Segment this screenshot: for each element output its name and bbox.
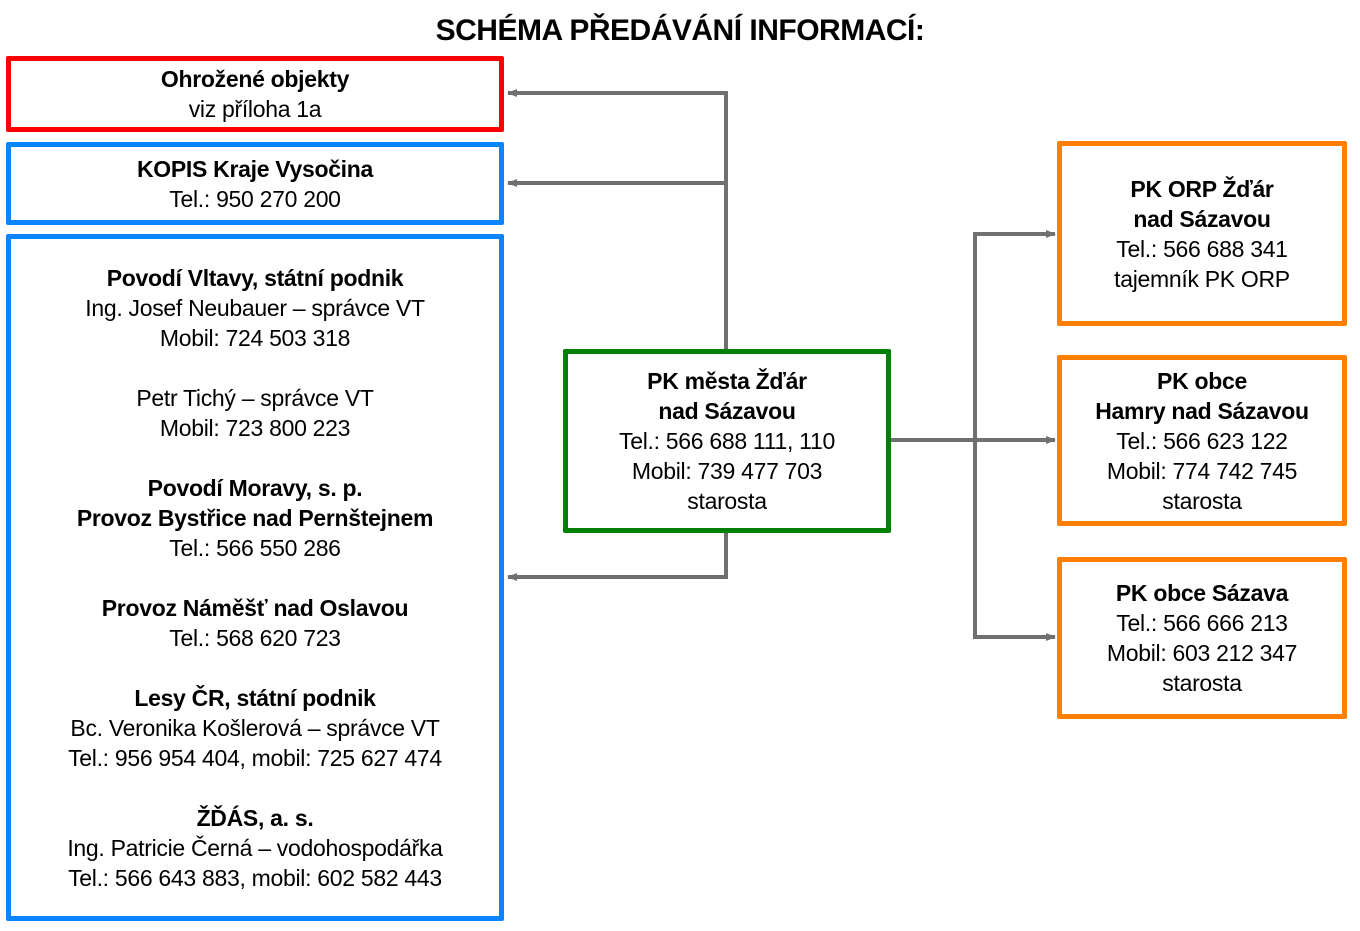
contact-heading: Lesy ČR, státní podnik bbox=[134, 684, 376, 711]
contact-line: Ing. Josef Neubauer – správce VT bbox=[85, 294, 425, 321]
arrow-to-orp bbox=[973, 230, 1056, 440]
contact-line: Mobil: 723 800 223 bbox=[159, 414, 351, 441]
box-mobile: Mobil: 603 212 347 bbox=[1106, 640, 1298, 666]
box-role: starosta bbox=[687, 488, 767, 514]
contact-line: Bc. Veronika Košlerová – správce VT bbox=[70, 714, 440, 741]
contact-line: Tel.: 566 550 286 bbox=[169, 534, 341, 561]
contact-group: ŽĎÁS, a. s. Ing. Patricie Černá – vodohos… bbox=[67, 803, 443, 893]
contact-line: Petr Tichý – správce VT bbox=[136, 384, 374, 411]
box-phone: Tel.: 566 666 213 bbox=[1116, 610, 1288, 636]
contact-heading: Povodí Moravy, s. p. bbox=[147, 474, 363, 501]
box-role: tajemník PK ORP bbox=[1114, 265, 1290, 292]
kopis-box: KOPIS Kraje Vysočina Tel.: 950 270 200 bbox=[6, 142, 504, 225]
contact-line: Tel.: 956 954 404, mobil: 725 627 474 bbox=[68, 744, 442, 771]
box-role: starosta bbox=[1162, 487, 1242, 514]
contact-group: Petr Tichý – správce VT Mobil: 723 800 22… bbox=[136, 383, 374, 443]
box-note: viz příloha 1a bbox=[188, 96, 322, 122]
box-title: KOPIS Kraje Vysočina bbox=[136, 155, 374, 182]
contact-line: Ing. Patricie Černá – vodohospodářka bbox=[67, 834, 443, 861]
threatened-objects-box: Ohrožené objekty viz příloha 1a bbox=[6, 56, 504, 132]
sazava-crisis-staff-box: PK obce Sázava Tel.: 566 666 213 Mobil: … bbox=[1057, 557, 1347, 719]
box-phone: Tel.: 566 688 341 bbox=[1116, 235, 1288, 262]
hamry-crisis-staff-box: PK obce Hamry nad Sázavou Tel.: 566 623 … bbox=[1057, 355, 1347, 526]
contact-line: Tel.: 568 620 723 bbox=[169, 624, 341, 651]
box-title: PK ORP Žďár bbox=[1130, 175, 1274, 202]
box-title: PK města Žďár bbox=[647, 368, 807, 394]
box-mobile: Mobil: 774 742 745 bbox=[1106, 457, 1298, 484]
contact-heading: Provoz Bystřice nad Pernštejnem bbox=[76, 504, 434, 531]
box-phone: Tel.: 566 688 111, 110 bbox=[619, 428, 835, 454]
diagram-title: SCHÉMA PŘEDÁVÁNÍ INFORMACÍ: bbox=[435, 14, 925, 47]
box-mobile: Mobil: 739 477 703 bbox=[631, 458, 823, 484]
contact-line: Mobil: 724 503 318 bbox=[159, 324, 351, 351]
contact-heading: Provoz Náměšť nad Oslavou bbox=[101, 594, 409, 621]
center-crisis-staff-box: PK města Žďár nad Sázavou Tel.: 566 688 … bbox=[563, 349, 891, 533]
box-title: nad Sázavou bbox=[1133, 205, 1271, 232]
box-title: PK obce bbox=[1157, 367, 1247, 394]
box-role: starosta bbox=[1162, 670, 1242, 696]
box-phone: Tel.: 950 270 200 bbox=[169, 185, 341, 212]
arrow-to-sazava bbox=[973, 440, 1056, 641]
box-title: Hamry nad Sázavou bbox=[1095, 397, 1309, 424]
contact-heading: ŽĎÁS, a. s. bbox=[196, 804, 314, 831]
box-title: nad Sázavou bbox=[658, 398, 796, 424]
arrow-to-contacts bbox=[507, 532, 728, 581]
box-phone: Tel.: 566 623 122 bbox=[1116, 427, 1288, 454]
contact-line: Tel.: 566 643 883, mobil: 602 582 443 bbox=[68, 864, 442, 891]
box-title: Ohrožené objekty bbox=[160, 66, 350, 92]
arrow-to-threatened bbox=[507, 89, 728, 349]
contact-group: Povodí Moravy, s. p. Provoz Bystřice nad … bbox=[76, 473, 434, 563]
contact-heading: Povodí Vltavy, státní podnik bbox=[106, 264, 404, 291]
box-title: PK obce Sázava bbox=[1115, 580, 1289, 606]
orp-crisis-staff-box: PK ORP Žďár nad Sázavou Tel.: 566 688 34… bbox=[1057, 141, 1347, 326]
